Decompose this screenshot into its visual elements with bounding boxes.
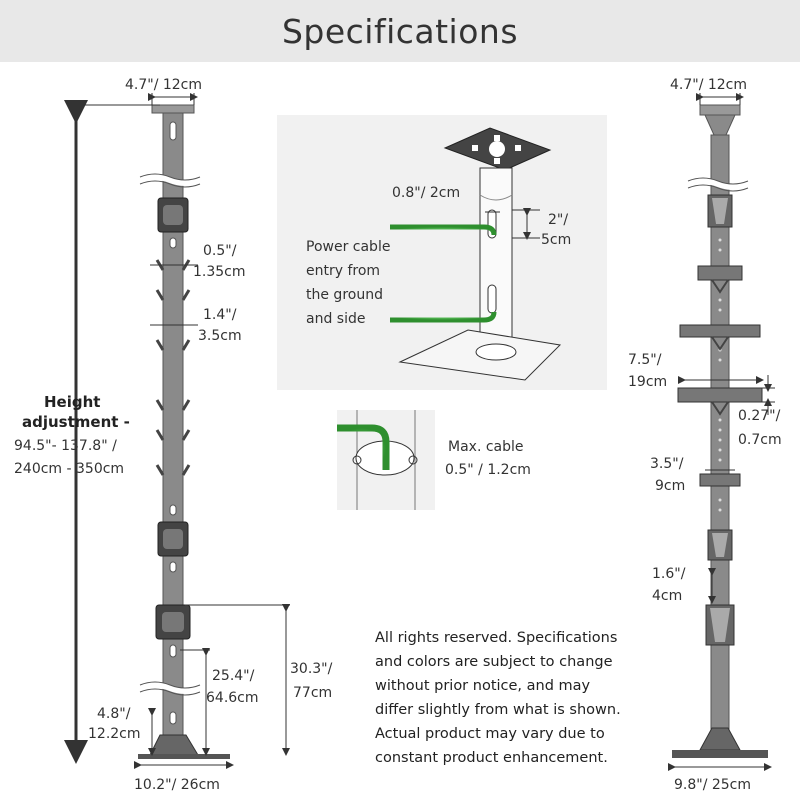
left-pole [138,104,230,759]
power-cable-label-4: and side [306,311,365,327]
lower-height-label-2: 77cm [293,685,332,701]
mid-height-label-1: 25.4"/ [212,668,255,684]
right-top-width-label: 4.7"/ 12cm [670,77,747,93]
inset-hole-height-label-2: 5cm [541,232,571,248]
height-adjustment-label-2: adjustment - [22,413,130,431]
right-dimensions [668,93,775,771]
disclaimer-text: All rights reserved. Specifications and … [375,630,621,766]
mid-height-label-2: 64.6cm [206,690,259,706]
max-cable-label-1: Max. cable [448,439,524,455]
left-top-width-label: 4.7"/ 12cm [125,77,202,93]
height-adjustment-label-1: Height [44,393,100,411]
small-bracket-label-2: 9cm [655,478,685,494]
hole-width-label-1: 0.5"/ [203,243,237,259]
power-cable-label-2: entry from [306,263,380,279]
max-cable-inset [337,410,435,510]
pitch-label-2: 4cm [652,588,682,604]
left-dimensions [64,93,290,769]
pitch-label-1: 1.6"/ [652,566,686,582]
disclaimer-line: and colors are subject to change [375,654,613,670]
max-cable-label-2: 0.5" / 1.2cm [445,462,531,478]
inset-hole-width-label: 0.8"/ 2cm [392,185,460,201]
base-height-label-2: 12.2cm [88,726,141,742]
page-title: Specifications [281,11,519,51]
left-base-width-label: 10.2"/ 26cm [134,777,220,793]
power-cable-label-3: the ground [306,287,383,303]
disclaimer-line: differ slightly from what is shown. [375,702,621,718]
height-range-cm-label: 240cm - 350cm [14,461,124,477]
cable-entry-inset [277,115,607,390]
hole-spacing-label-1: 1.4"/ [203,307,237,323]
power-cable-label-1: Power cable [306,239,390,255]
disclaimer-line: constant product enhancement. [375,750,608,766]
hole-width-label-2: 1.35cm [193,264,246,280]
right-base-width-label: 9.8"/ 25cm [674,777,751,793]
hole-spacing-label-2: 3.5cm [198,328,242,344]
bracket-width-label-1: 7.5"/ [628,352,662,368]
bracket-thickness-label-2: 0.7cm [738,432,782,448]
small-bracket-label-1: 3.5"/ [650,456,684,472]
bracket-width-label-2: 19cm [628,374,667,390]
lower-height-label-1: 30.3"/ [290,661,333,677]
height-range-inch-label: 94.5"- 137.8" / [14,438,117,454]
disclaimer-line: All rights reserved. Specifications [375,630,617,646]
disclaimer-line: without prior notice, and may [375,678,591,694]
bracket-thickness-label-1: 0.27"/ [738,408,781,424]
inset-hole-height-label-1: 2"/ [548,212,568,228]
header-bar: Specifications [0,0,800,62]
base-height-label-1: 4.8"/ [97,706,131,722]
disclaimer-line: Actual product may vary due to [375,726,605,742]
